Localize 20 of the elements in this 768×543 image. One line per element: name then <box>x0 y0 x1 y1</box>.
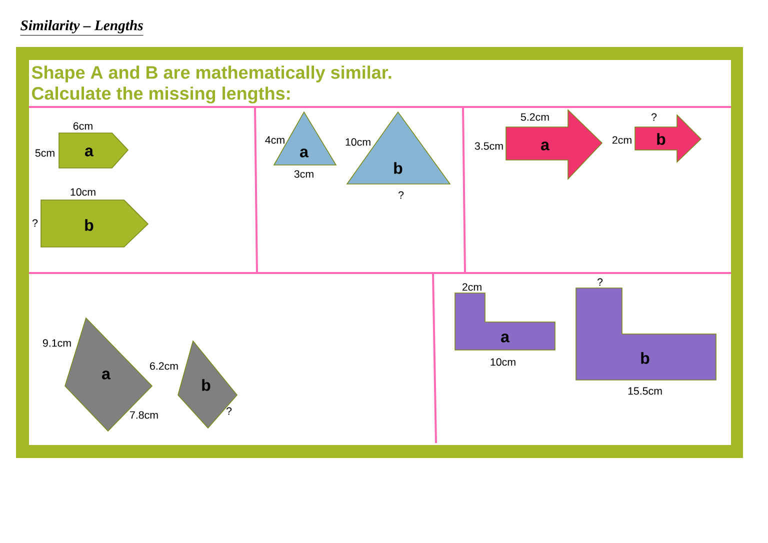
dimension-label: 3.5cm <box>474 142 503 150</box>
dimension-label: ? <box>597 278 603 286</box>
dimension-label: 15.5cm <box>628 387 662 395</box>
dimension-label: 5.2cm <box>520 113 549 121</box>
dimension-label: ? <box>226 407 232 415</box>
dimension-label: 2cm <box>612 136 632 144</box>
title: Similarity – Lengths <box>20 20 144 36</box>
dimension-label: 2cm <box>462 283 482 291</box>
dimension-label: 3cm <box>294 170 314 178</box>
dimension-label: ? <box>32 219 38 227</box>
dimension-label: 10cm <box>490 358 516 366</box>
dimension-label: 10cm <box>70 188 96 196</box>
dimension-label: 10cm <box>346 138 370 146</box>
dimension-label: ? <box>398 191 404 199</box>
dimension-label: ? <box>651 113 657 121</box>
instruction-text: Calculate the missing lengths: <box>32 86 290 104</box>
instruction-text: Shape A and B are mathematically similar. <box>32 66 392 82</box>
dimension-label: 6.2cm <box>150 362 178 370</box>
dimension-label: 5cm <box>35 149 54 157</box>
dimension-label: 6cm <box>73 122 92 130</box>
